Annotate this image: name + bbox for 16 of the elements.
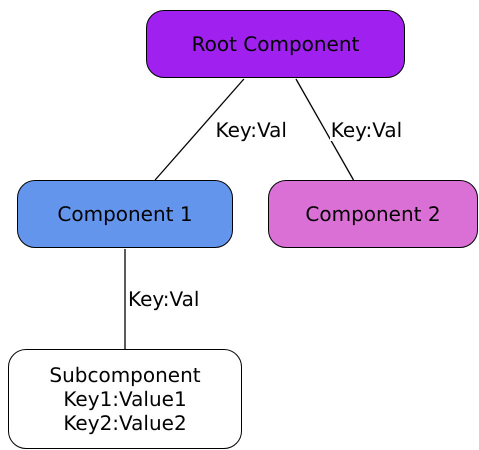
connector-line [295, 78, 354, 180]
rounded-box [17, 180, 233, 248]
rounded-box [268, 180, 478, 248]
edge-label: Key:Val [330, 118, 404, 140]
node-label: Component 1 [57, 202, 193, 226]
node-label: Key2:Value2 [63, 411, 187, 435]
rounded-box [146, 10, 405, 78]
connector-line [124, 249, 126, 349]
connector-line [154, 78, 244, 180]
node-label: Subcomponent [49, 363, 201, 387]
node-label: Key1:Value1 [63, 387, 187, 411]
rounded-box [8, 349, 242, 449]
edge-label: Key:Val [214, 118, 288, 140]
edge-label: Key:Val [127, 288, 200, 310]
node-label: Component 2 [305, 202, 441, 226]
node-label: Root Component [192, 32, 360, 56]
